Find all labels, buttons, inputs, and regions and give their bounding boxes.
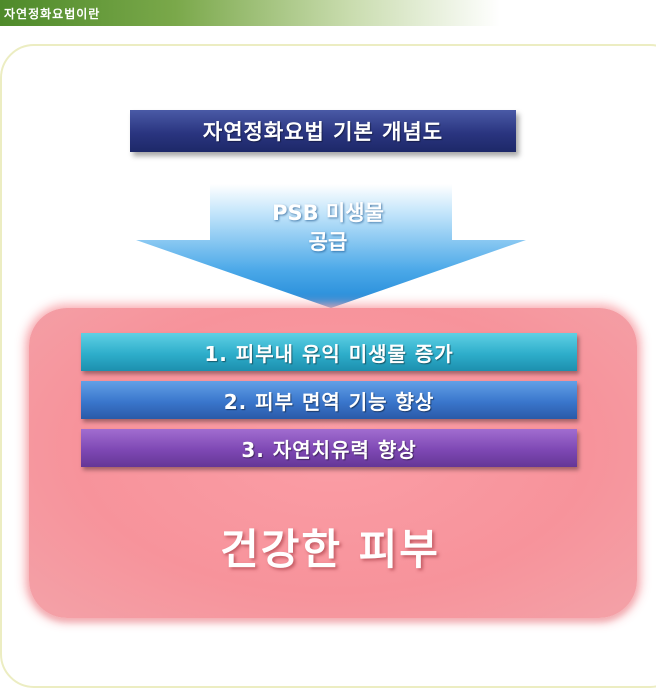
arrow-label-line1: PSB 미생물	[272, 201, 384, 225]
header-title: 자연정화요법이란	[4, 7, 101, 21]
benefit-item-label: 1. 피부내 유익 미생물 증가	[204, 341, 454, 366]
arrow-label-line2: 공급	[308, 230, 348, 254]
diagram-title: 자연정화요법 기본 개념도	[202, 120, 444, 144]
diagram-title-box: 자연정화요법 기본 개념도	[130, 110, 516, 152]
header-bar: 자연정화요법이란	[0, 0, 500, 26]
benefit-item-label: 2. 피부 면역 기능 향상	[223, 389, 435, 414]
benefit-item-2: 2. 피부 면역 기능 향상	[81, 381, 577, 419]
arrow-label: PSB 미생물 공급	[210, 199, 446, 257]
result-text: 건강한 피부	[220, 525, 440, 574]
down-arrow-icon	[136, 184, 526, 308]
benefit-item-1: 1. 피부내 유익 미생물 증가	[81, 333, 577, 371]
benefit-item-label: 3. 자연치유력 향상	[241, 437, 417, 462]
benefit-item-3: 3. 자연치유력 향상	[81, 429, 577, 467]
